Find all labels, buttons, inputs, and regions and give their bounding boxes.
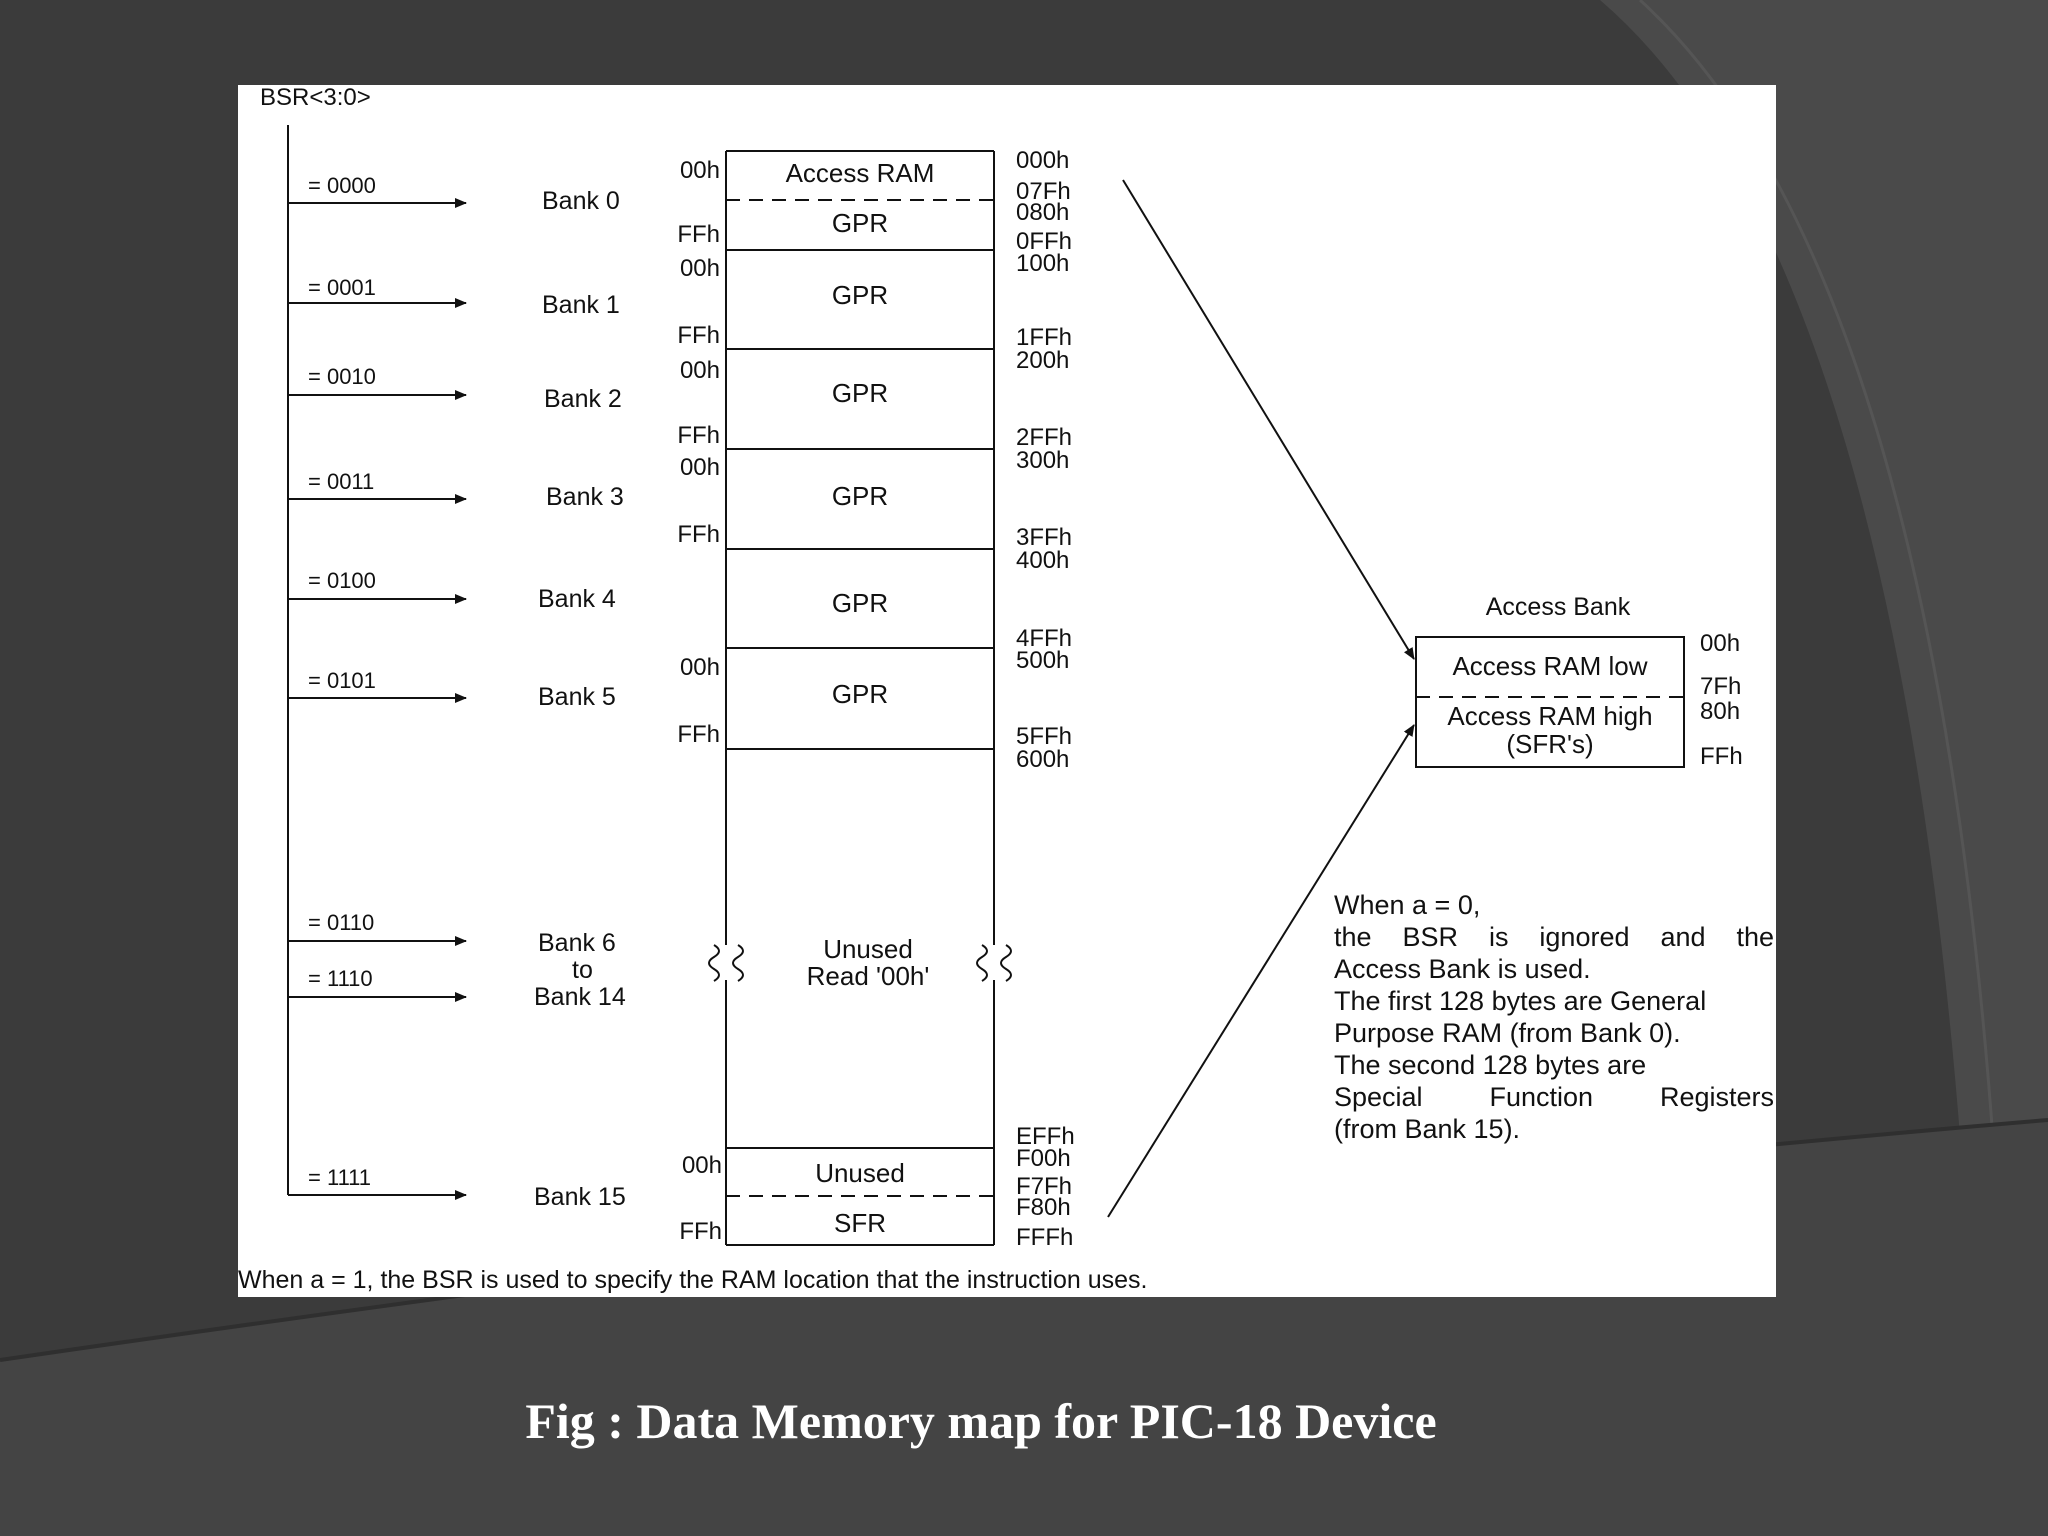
break-mark-left-2 xyxy=(732,944,744,982)
access-ram-high-sfrs: (SFR's) xyxy=(1506,729,1593,759)
cell-unused-line2: Read '00h' xyxy=(807,961,930,991)
access-ram-high: Access RAM high xyxy=(1447,701,1652,731)
note-line-1: When a = 0, xyxy=(1334,890,1481,920)
bank5-select: = 0101 xyxy=(308,668,376,693)
bank5-end-offset: FFh xyxy=(677,721,720,748)
cell-bank15-sfr: SFR xyxy=(834,1208,886,1238)
note-line-6: The second 128 bytes are xyxy=(1334,1050,1647,1080)
bank15-end-offset: FFh xyxy=(679,1218,722,1245)
addr-2ffh: 2FFh xyxy=(1016,424,1072,451)
bank1-select: = 0001 xyxy=(308,275,376,300)
note-line-2: the BSR is ignored and the xyxy=(1334,922,1774,952)
bank0-name: Bank 0 xyxy=(542,187,620,215)
bsr-label: BSR<3:0> xyxy=(260,85,371,111)
addr-effh: EFFh xyxy=(1016,1123,1075,1150)
access-ram-low: Access RAM low xyxy=(1452,651,1647,681)
bank15-start-offset: 00h xyxy=(682,1152,722,1179)
addr-080h: 080h xyxy=(1016,199,1069,226)
bank14-name: Bank 14 xyxy=(534,983,626,1011)
bank15-select: = 1111 xyxy=(308,1165,371,1190)
bank3-select: = 0011 xyxy=(308,469,374,494)
bank14-select: = 1110 xyxy=(308,966,373,991)
cell-bank3-gpr: GPR xyxy=(832,481,888,511)
figure-footer-note: When a = 1, the BSR is used to specify t… xyxy=(238,1266,1148,1294)
note-line-4: The first 128 bytes are General xyxy=(1334,986,1707,1016)
map-line-access-ram-high xyxy=(1107,724,1415,1218)
addr-07fh: 07Fh xyxy=(1016,178,1071,205)
addr-000h: 000h xyxy=(1016,147,1069,174)
bank0-select: = 0000 xyxy=(308,173,376,198)
bank5-start-offset: 00h xyxy=(680,654,720,681)
bank0-start-offset: 00h xyxy=(680,157,720,184)
bank2-select: = 0010 xyxy=(308,364,376,389)
cell-bank2-gpr: GPR xyxy=(832,378,888,408)
addr-100h: 100h xyxy=(1016,250,1069,277)
bank4-name: Bank 4 xyxy=(538,585,616,613)
note-line-3: Access Bank is used. xyxy=(1334,954,1591,984)
addr-f7fh: F7Fh xyxy=(1016,1173,1072,1200)
bank2-name: Bank 2 xyxy=(544,385,622,413)
access-addr-7fh: 7Fh xyxy=(1700,673,1741,700)
addr-4ffh: 4FFh xyxy=(1016,625,1072,652)
bank1-end-offset: FFh xyxy=(677,322,720,349)
bank6-name: Bank 6 xyxy=(538,929,616,957)
memory-map-figure: BSR<3:0> = 0000 = 0001 = 0010 = 0011 = 0… xyxy=(238,85,1776,1297)
access-bank-box xyxy=(1415,636,1685,768)
addr-500h: 500h xyxy=(1016,647,1069,674)
bank1-name: Bank 1 xyxy=(542,291,620,319)
access-addr-80h: 80h xyxy=(1700,698,1740,725)
bank0-end-offset: FFh xyxy=(677,221,720,248)
access-addr-00h: 00h xyxy=(1700,630,1740,657)
note-line-5: Purpose RAM (from Bank 0). xyxy=(1334,1018,1681,1048)
break-mark-right-2 xyxy=(1000,944,1012,982)
addr-5ffh: 5FFh xyxy=(1016,723,1072,750)
addr-600h: 600h xyxy=(1016,746,1069,773)
addr-200h: 200h xyxy=(1016,347,1069,374)
bank2-end-offset: FFh xyxy=(677,422,720,449)
cell-bank15-unused: Unused xyxy=(815,1158,905,1188)
addr-fffh: FFFh xyxy=(1016,1224,1073,1251)
addr-0ffh: 0FFh xyxy=(1016,228,1072,255)
slide-caption: Fig : Data Memory map for PIC-18 Device xyxy=(525,1393,1437,1449)
addr-1ffh: 1FFh xyxy=(1016,324,1072,351)
cell-access-ram: Access RAM xyxy=(786,158,935,188)
addr-f80h: F80h xyxy=(1016,1194,1071,1221)
note-line-7: Special Function Registers xyxy=(1334,1082,1774,1112)
access-bank-title: Access Bank xyxy=(1486,593,1631,621)
cell-bank0-gpr: GPR xyxy=(832,208,888,238)
bank3-start-offset: 00h xyxy=(680,454,720,481)
bank3-end-offset: FFh xyxy=(677,521,720,548)
bank15-name: Bank 15 xyxy=(534,1183,626,1211)
access-addr-ffh: FFh xyxy=(1700,743,1743,770)
bank-to-label: to xyxy=(572,956,593,984)
bank2-start-offset: 00h xyxy=(680,357,720,384)
addr-400h: 400h xyxy=(1016,547,1069,574)
addr-3ffh: 3FFh xyxy=(1016,524,1072,551)
memory-map-diagram: BSR<3:0> = 0000 = 0001 = 0010 = 0011 = 0… xyxy=(238,85,1743,1294)
cell-bank5-gpr: GPR xyxy=(832,679,888,709)
bank4-select: = 0100 xyxy=(308,568,376,593)
bank3-name: Bank 3 xyxy=(546,483,624,511)
note-line-8: (from Bank 15). xyxy=(1334,1114,1521,1144)
cell-bank4-gpr: GPR xyxy=(832,588,888,618)
map-line-access-ram-low xyxy=(1122,179,1415,660)
access-bank-note: When a = 0, the BSR is ignored and the A… xyxy=(1334,889,1774,1145)
addr-f00h: F00h xyxy=(1016,1145,1071,1172)
cell-unused-line1: Unused xyxy=(823,934,913,964)
bank5-name: Bank 5 xyxy=(538,683,616,711)
bank6-select: = 0110 xyxy=(308,910,374,935)
addr-300h: 300h xyxy=(1016,447,1069,474)
break-mark-left xyxy=(708,944,720,982)
break-mark-right xyxy=(976,944,988,982)
bank1-start-offset: 00h xyxy=(680,255,720,282)
cell-bank1-gpr: GPR xyxy=(832,280,888,310)
